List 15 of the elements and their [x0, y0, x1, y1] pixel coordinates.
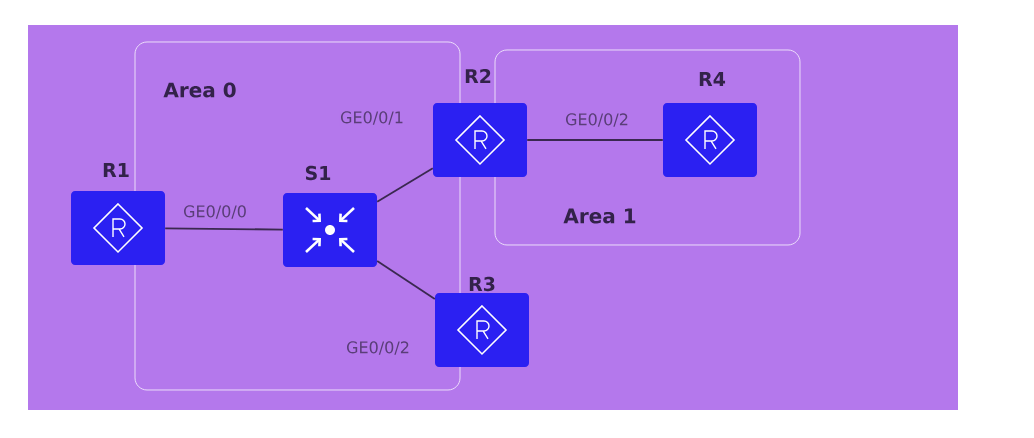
edge-label: GE0/0/2: [564, 112, 630, 128]
node-label: R3: [469, 276, 495, 292]
link-line: [376, 167, 434, 203]
node-label: S1: [305, 165, 331, 181]
switch-node: S1: [283, 165, 377, 267]
node-label: R4: [699, 72, 726, 86]
router-node: R4: [663, 72, 757, 177]
link-line: [526, 139, 664, 141]
link-line: [376, 260, 436, 300]
node-label: R1: [103, 163, 129, 177]
edge-label: GE0/0/0: [182, 204, 248, 220]
edge-label: GE0/0/2: [345, 340, 411, 356]
link-line: [164, 227, 284, 231]
edge-label: GE0/0/1: [339, 110, 405, 126]
node-label: R2: [465, 68, 491, 84]
